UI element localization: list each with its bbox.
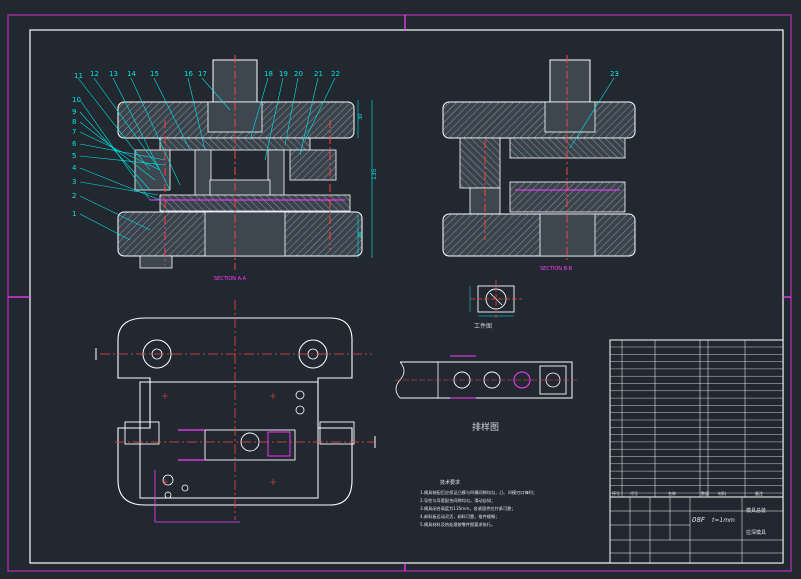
balloon: 9 [72,108,76,116]
balloon: 12 [90,70,99,78]
header-cell: 数量 [701,490,709,496]
tech-req-title: 技术要求 [440,479,460,486]
workpiece-caption: 工件图 [474,322,492,330]
dim-lower-thk: 40 [358,232,364,238]
balloon: 7 [72,128,76,136]
balloon: 20 [294,70,303,78]
balloon: 2 [72,192,76,200]
header-cell: 序号 [612,490,620,496]
balloon: 11 [74,72,83,80]
balloon: 18 [264,70,273,78]
balloon: 10 [72,96,81,104]
balloon: 15 [150,70,159,78]
strip-layout-caption: 排样图 [472,421,499,433]
balloon: 6 [72,140,77,148]
tech-requirements: 技术要求 1.模具装配后应保证凸模与凹模间隙均匀，凸、凹模刃口锋利； 2.导柱与… [420,479,537,528]
balloon: 21 [314,70,323,78]
header-cell: 材料 [718,490,726,496]
tech-req-line: 3.模具闭合高度为135mm，各紧固件应拧紧可靠； [420,505,516,512]
balloon: 1 [72,210,76,218]
strip-layout-view: 排样图 [395,355,578,433]
tech-req-line: 5.模具材料及热处理按零件图要求执行。 [420,521,495,528]
drawing-subtitle: 拉深模具 [746,529,766,536]
tech-req-line: 1.模具装配后应保证凸模与凹模间隙均匀，凸、凹模刃口锋利； [420,489,537,496]
balloon: 5 [72,152,76,160]
material-text: 08F [692,516,706,524]
front-section-caption: SECTION A-A [214,276,247,282]
balloon: 13 [109,70,118,78]
header-cell: 名称 [668,490,676,496]
front-section-view: 135 30 40 11 12 13 14 15 16 17 18 19 20 … [72,55,378,282]
dim-upper-thk: 30 [358,114,364,120]
tech-req-line: 2.导柱与导套配合间隙均匀，滑动自如； [420,497,495,504]
balloon: 16 [184,70,193,78]
workpiece-view: 工件图 [469,280,522,330]
balloon: 3 [72,178,76,186]
tech-req-line: 4.卸料板运动灵活，卸料可靠，推件顺畅； [420,513,499,520]
header-cell: 备注 [755,490,763,496]
front-view-balloons-top: 11 12 13 14 15 16 17 18 19 20 21 22 [74,70,340,80]
header-cell: 代号 [630,490,638,496]
title-block: 序号 代号 名称 数量 材料 备注 08F t=1mm 模具总装 拉深模具 [609,339,784,564]
thickness-text: t=1mm [712,517,735,524]
front-view-balloons-left: 10 9 8 7 6 5 4 3 2 1 [72,96,81,218]
balloon: 19 [279,70,288,78]
dim-overall-height: 135 [371,168,378,180]
balloon: 4 [72,164,77,172]
drawing-title: 模具总装 [746,507,766,514]
side-section-view: 23 SECTION B-B [442,55,636,272]
drawing-frame [7,14,792,572]
balloon: 17 [198,70,207,78]
plan-view [95,300,376,523]
balloon: 23 [610,70,619,78]
side-section-caption: SECTION B-B [540,266,573,272]
balloon: 8 [72,118,76,126]
balloon: 22 [331,70,340,78]
balloon: 14 [127,70,136,78]
